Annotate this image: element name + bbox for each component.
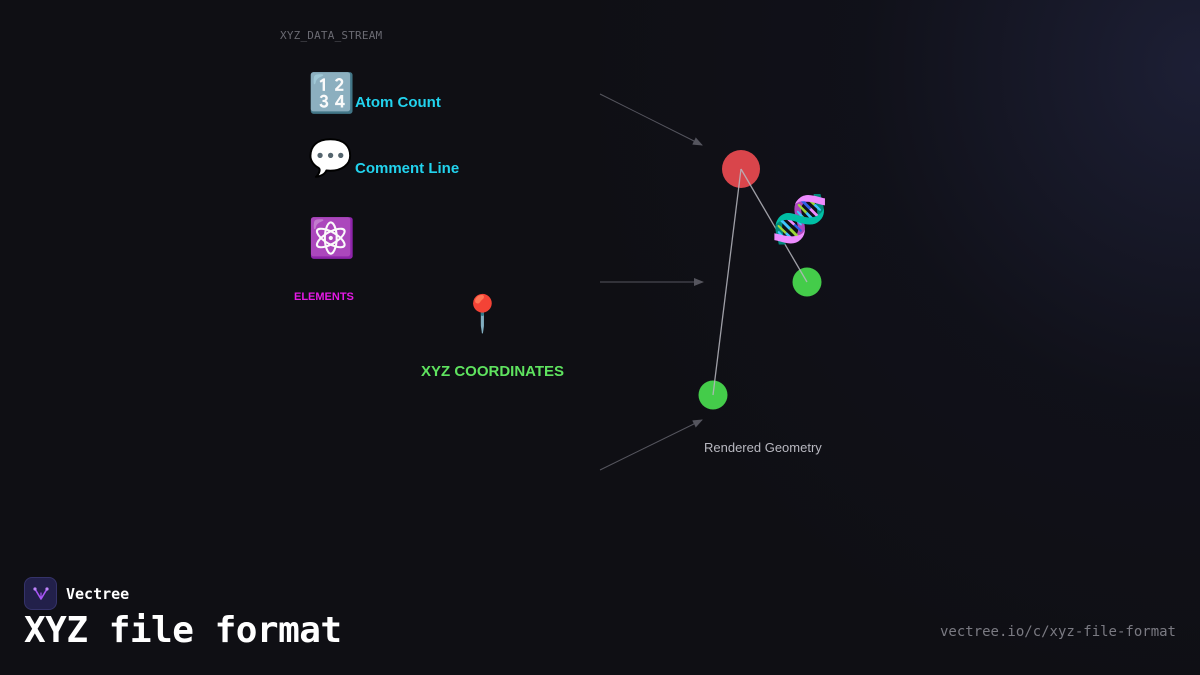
comment-line-label: Comment Line	[355, 160, 460, 177]
atom-icon: ⚛️	[308, 216, 356, 260]
numbers-icon: 🔢	[308, 71, 356, 115]
stream-label: XYZ_DATA_STREAM	[280, 29, 383, 42]
page-title: XYZ file format	[24, 610, 342, 651]
brand-name: Vectree	[66, 584, 130, 603]
pin-icon: 📍	[460, 294, 505, 335]
bond-red-green-bottom	[712, 168, 742, 396]
arrow-atom-count	[599, 93, 703, 146]
bond-red-green-right	[740, 168, 808, 283]
source-url: vectree.io/c/xyz-file-format	[939, 624, 1176, 640]
xyz-coordinates-label: XYZ COORDINATES	[421, 363, 565, 380]
elements-label: ELEMENTS	[294, 291, 354, 303]
dna-icon: 🧬	[771, 192, 829, 246]
speech-bubble-icon: 💬	[308, 138, 353, 179]
arrow-coordinates	[599, 419, 703, 471]
atom-count-label: Atom Count	[355, 94, 441, 111]
vectree-logo-icon	[24, 577, 57, 610]
brand: Vectree	[24, 577, 129, 610]
rendered-geometry-label: Rendered Geometry	[704, 440, 822, 455]
